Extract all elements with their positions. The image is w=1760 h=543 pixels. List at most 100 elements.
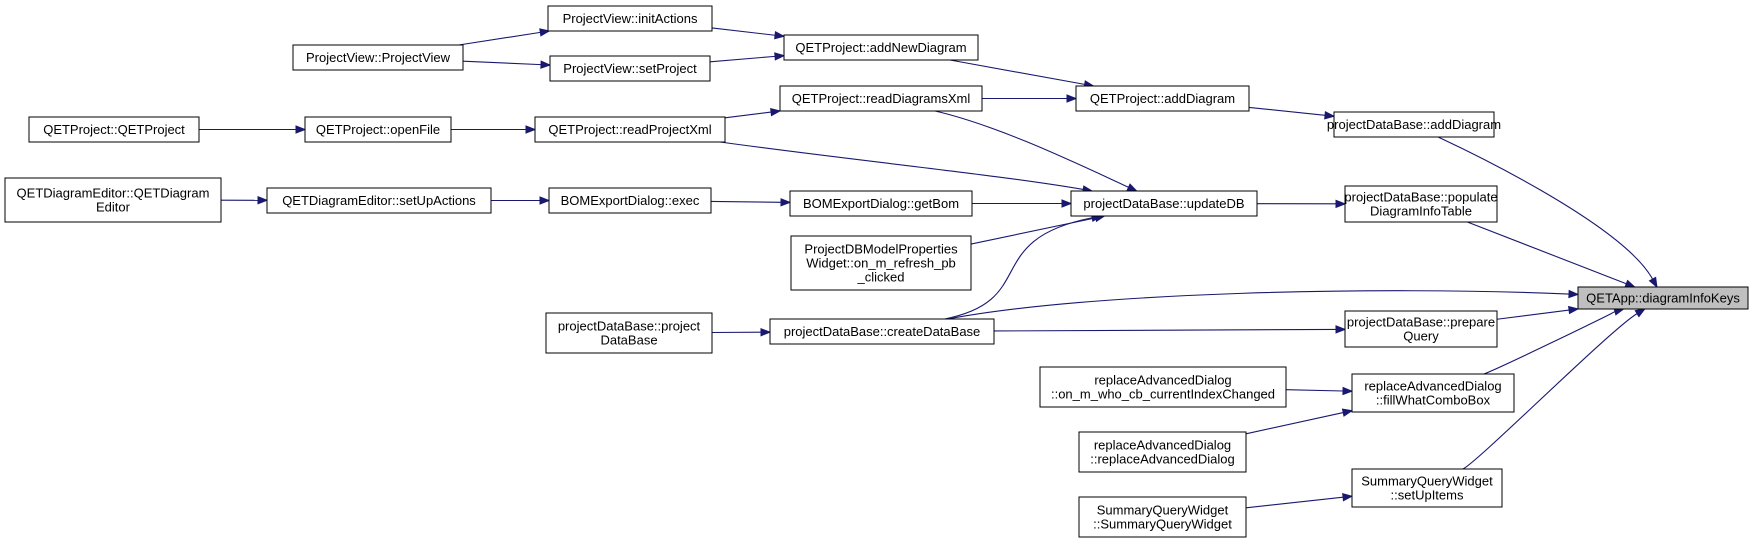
node-label: replaceAdvancedDialog xyxy=(1094,373,1231,388)
node-label: QETProject::readProjectXml xyxy=(548,122,711,137)
call-edges xyxy=(199,27,1658,509)
node-qp_addDiagram[interactable]: QETProject::addDiagram xyxy=(1075,85,1250,112)
edge-sqw_ctor-to-sqw_setUp xyxy=(1245,493,1354,509)
node-sqw_setUp[interactable]: SummaryQueryWidget::setUpItems xyxy=(1351,468,1503,508)
node-label: ProjectView::initActions xyxy=(563,11,698,26)
arrowhead xyxy=(770,107,782,117)
node-box xyxy=(547,5,713,32)
arrowhead xyxy=(1634,308,1646,318)
node-qp_openFile[interactable]: QETProject::openFile xyxy=(304,116,452,143)
edge-qp_addNewDiagram-to-qp_addDiagram xyxy=(949,59,1095,89)
edge-pdb_populate-to-diagramInfoKeys xyxy=(1467,221,1636,288)
node-box xyxy=(1333,111,1495,138)
arrowhead xyxy=(1341,408,1354,417)
node-box xyxy=(779,85,983,112)
edge-rad_ctor-to-rad_fill xyxy=(1245,408,1354,435)
node-rad_onWho[interactable]: replaceAdvancedDialog::on_m_who_cb_curre… xyxy=(1039,366,1287,408)
node-box xyxy=(1577,286,1749,310)
node-label: SummaryQueryWidget xyxy=(1361,474,1493,489)
node-pdb_ctor[interactable]: projectDataBase::projectDataBase xyxy=(545,312,713,354)
node-pdb_createDataBase[interactable]: projectDataBase::createDataBase xyxy=(769,318,995,345)
node-box xyxy=(1070,190,1258,217)
arrowhead xyxy=(540,60,552,69)
arrowhead xyxy=(1624,279,1636,288)
arrowhead xyxy=(525,125,537,134)
node-label: Widget::on_m_refresh_pb xyxy=(806,256,956,271)
node-label: SummaryQueryWidget xyxy=(1097,503,1229,518)
node-box xyxy=(548,187,712,214)
arrowhead xyxy=(1324,111,1336,120)
node-label: Query xyxy=(1403,329,1439,344)
node-label: QETProject::addNewDiagram xyxy=(795,40,966,55)
node-label: projectDataBase::project xyxy=(558,319,701,334)
node-label: projectDataBase::addDiagram xyxy=(1327,117,1501,132)
node-label: QETDiagramEditor::setUpActions xyxy=(282,193,476,208)
node-box xyxy=(28,116,200,143)
node-label: QETProject::addDiagram xyxy=(1090,91,1235,106)
edge-qp_readProjectXml-to-pdb_updateDB xyxy=(720,141,1094,194)
call-nodes: QETApp::diagramInfoKeysprojectDataBase::… xyxy=(4,5,1749,538)
arrowhead xyxy=(774,52,786,61)
arrowhead xyxy=(539,28,551,37)
node-qp_readDiagramsXml[interactable]: QETProject::readDiagramsXml xyxy=(779,85,983,112)
node-rad_ctor[interactable]: replaceAdvancedDialog::replaceAdvancedDi… xyxy=(1078,431,1247,473)
edge-qde_ctor-to-qde_setUpActions xyxy=(220,196,269,205)
node-label: BOMExportDialog::exec xyxy=(561,193,700,208)
edge-pv_ctor-to-pv_setProject xyxy=(462,60,552,69)
edge-pdb_createDataBase-to-diagramInfoKeys xyxy=(947,289,1580,320)
arrowhead xyxy=(1342,493,1354,502)
arrowhead xyxy=(780,198,792,207)
node-qp_ctor[interactable]: QETProject::QETProject xyxy=(28,116,200,143)
node-box xyxy=(789,190,973,217)
node-bom_exec[interactable]: BOMExportDialog::exec xyxy=(548,187,712,214)
node-pdbmp_refresh[interactable]: ProjectDBModelPropertiesWidget::on_m_ref… xyxy=(790,235,972,291)
arrowhead xyxy=(539,196,551,205)
node-label: QETProject::readDiagramsXml xyxy=(792,91,971,106)
node-pv_setProject[interactable]: ProjectView::setProject xyxy=(549,55,711,82)
node-box xyxy=(292,44,464,71)
node-qde_setUpActions[interactable]: QETDiagramEditor::setUpActions xyxy=(266,187,492,214)
node-sqw_ctor[interactable]: SummaryQueryWidget::SummaryQueryWidget xyxy=(1078,496,1247,538)
arrowhead xyxy=(1066,94,1078,103)
edge-pv_ctor-to-pv_initActions xyxy=(458,28,551,46)
edge-pv_setProject-to-qp_addNewDiagram xyxy=(709,52,786,63)
edge-sqw_setUp-to-diagramInfoKeys xyxy=(1462,308,1646,470)
node-box xyxy=(545,312,713,354)
node-box xyxy=(4,177,222,223)
node-bom_getBom[interactable]: BOMExportDialog::getBom xyxy=(789,190,973,217)
node-pdb_addDiagram[interactable]: projectDataBase::addDiagram xyxy=(1327,111,1501,138)
node-box xyxy=(1344,185,1498,223)
node-rad_fill[interactable]: replaceAdvancedDialog::fillWhatComboBox xyxy=(1351,373,1515,413)
node-box xyxy=(534,116,726,143)
edge-pdb_addDiagram-to-diagramInfoKeys xyxy=(1437,136,1658,289)
arrowhead xyxy=(1342,386,1354,396)
node-pdb_populate[interactable]: projectDataBase::populateDiagramInfoTabl… xyxy=(1344,185,1498,223)
node-pdb_updateDB[interactable]: projectDataBase::updateDB xyxy=(1070,190,1258,217)
node-label: ::on_m_who_cb_currentIndexChanged xyxy=(1051,387,1275,402)
edge-rad_onWho-to-rad_fill xyxy=(1285,386,1354,396)
node-box xyxy=(549,55,711,82)
edge-pv_initActions-to-qp_addNewDiagram xyxy=(711,27,786,40)
node-label: ProjectView::ProjectView xyxy=(306,50,451,65)
node-pv_initActions[interactable]: ProjectView::initActions xyxy=(547,5,713,32)
edge-qde_setUpActions-to-bom_exec xyxy=(491,196,551,205)
node-qde_ctor[interactable]: QETDiagramEditor::QETDiagramEditor xyxy=(4,177,222,223)
node-diagramInfoKeys[interactable]: QETApp::diagramInfoKeys xyxy=(1577,286,1749,310)
arrowhead xyxy=(1648,276,1658,289)
node-label: QETApp::diagramInfoKeys xyxy=(1586,291,1740,306)
node-box xyxy=(783,34,979,61)
node-pv_ctor[interactable]: ProjectView::ProjectView xyxy=(292,44,464,71)
arrowhead xyxy=(774,30,786,40)
node-label: ::replaceAdvancedDialog xyxy=(1090,452,1235,467)
node-label: ProjectView::setProject xyxy=(563,61,697,76)
node-qp_readProjectXml[interactable]: QETProject::readProjectXml xyxy=(534,116,726,143)
edge-pdb_prepare-to-diagramInfoKeys xyxy=(1496,305,1580,320)
node-qp_addNewDiagram[interactable]: QETProject::addNewDiagram xyxy=(783,34,979,61)
edge-qp_openFile-to-qp_readProjectXml xyxy=(451,125,537,134)
node-box xyxy=(790,235,972,291)
node-label: ProjectDBModelProperties xyxy=(804,242,958,257)
arrowhead xyxy=(1568,305,1580,315)
edge-qp_addDiagram-to-pdb_addDiagram xyxy=(1248,106,1336,120)
